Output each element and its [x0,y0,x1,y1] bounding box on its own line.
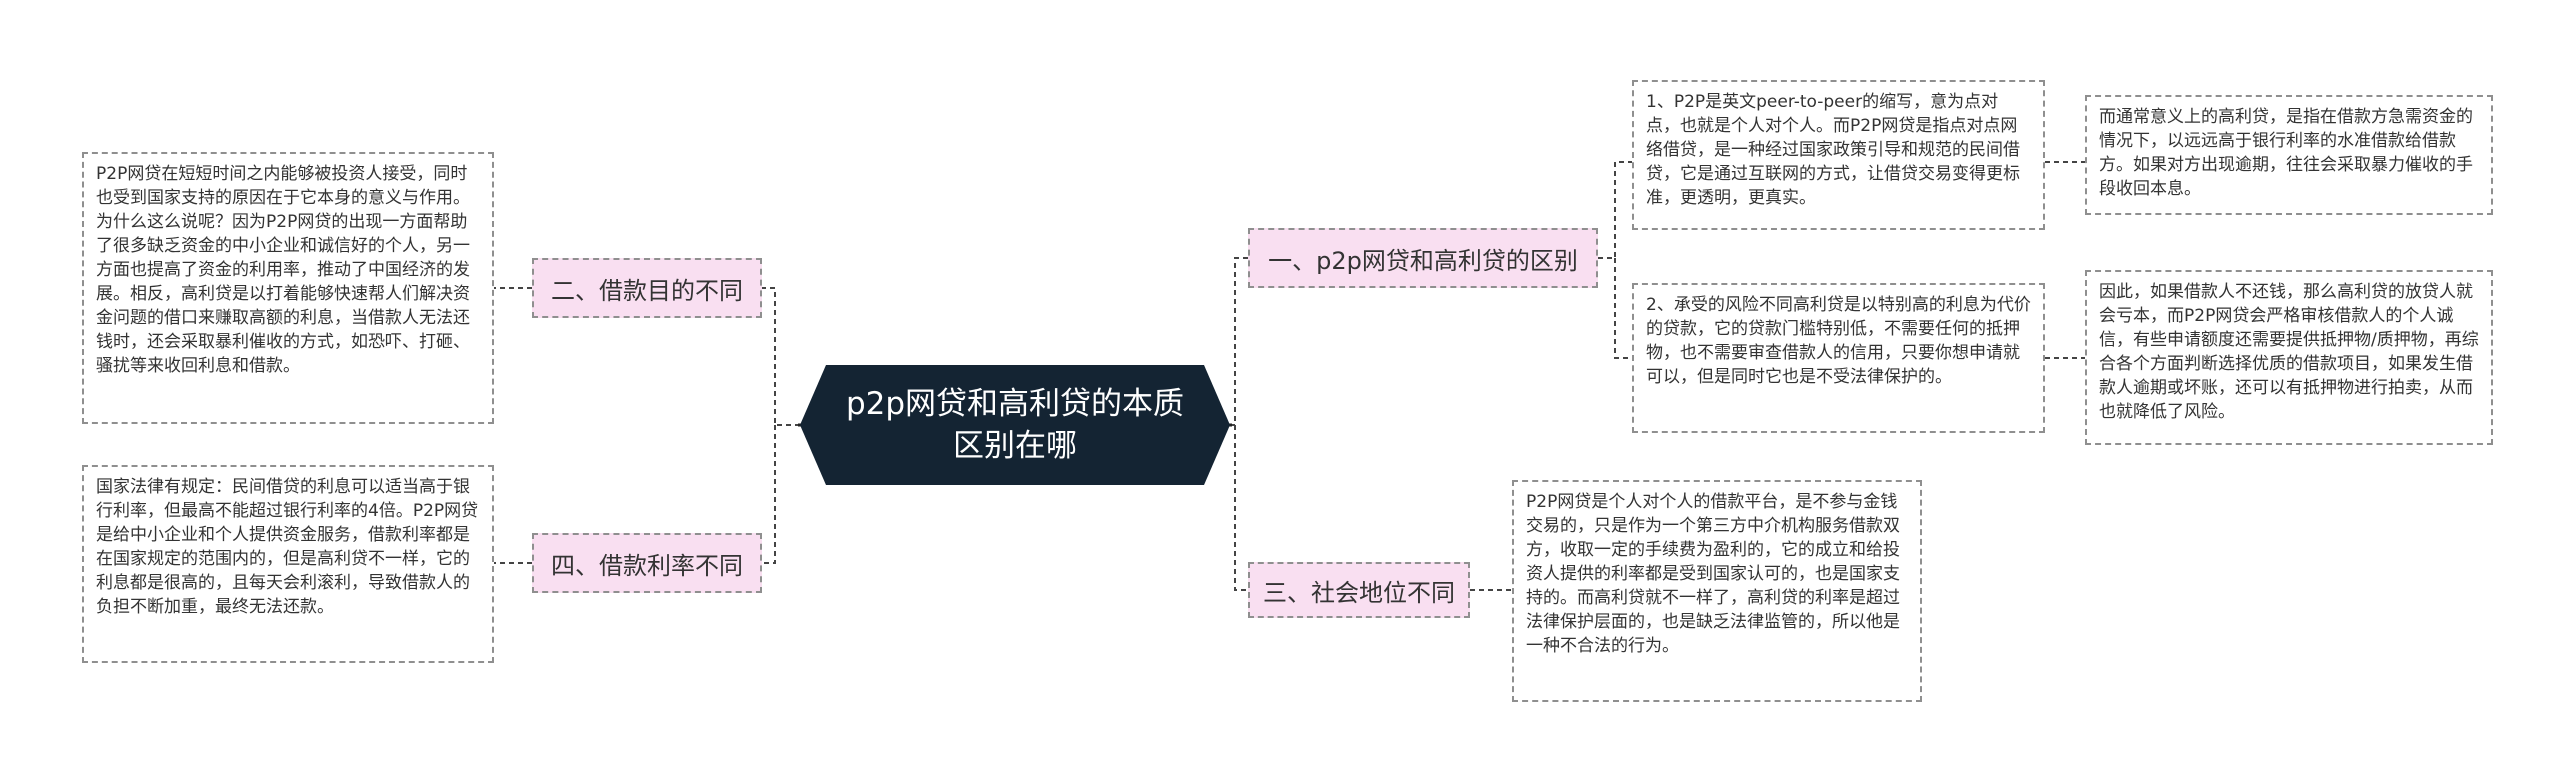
central-topic-text: p2p网贷和高利贷的本质区别在哪 [845,386,1185,464]
branch-social-status-label: 三、社会地位不同 [1263,578,1455,607]
leaf-interest-rate-text: 国家法律有规定：民间借贷的利息可以适当高于银行利率，但最高不能超过银行利率的4倍… [96,477,479,617]
branch-difference-label: 一、p2p网贷和高利贷的区别 [1268,246,1578,275]
leaf-purpose-text: P2P网贷在短短时间之内能够被投资人接受，同时也受到国家支持的原因在于它本身的意… [96,164,470,376]
central-topic: p2p网贷和高利贷的本质区别在哪 [800,365,1230,485]
leaf-social-status: P2P网贷是个人对个人的借款平台，是不参与金钱交易的，只是作为一个第三方中介机构… [1512,480,1922,702]
leaf-purpose: P2P网贷在短短时间之内能够被投资人接受，同时也受到国家支持的原因在于它本身的意… [82,152,494,424]
leaf-risk-consequence-text: 因此，如果借款人不还钱，那么高利贷的放贷人就会亏本，而P2P网贷会严格审核借款人… [2099,282,2479,422]
leaf-risk-consequence: 因此，如果借款人不还钱，那么高利贷的放贷人就会亏本，而P2P网贷会严格审核借款人… [2085,270,2493,445]
branch-purpose: 二、借款目的不同 [532,258,762,318]
leaf-usury-definition: 而通常意义上的高利贷，是指在借款方急需资金的情况下，以远远高于银行利率的水准借款… [2085,95,2493,215]
leaf-social-status-text: P2P网贷是个人对个人的借款平台，是不参与金钱交易的，只是作为一个第三方中介机构… [1526,492,1900,656]
branch-purpose-label: 二、借款目的不同 [551,276,743,305]
leaf-p2p-definition: 1、P2P是英文peer-to-peer的缩写，意为点对点，也就是个人对个人。而… [1632,80,2045,230]
leaf-p2p-definition-text: 1、P2P是英文peer-to-peer的缩写，意为点对点，也就是个人对个人。而… [1646,92,2020,208]
leaf-risk-text: 2、承受的风险不同高利贷是以特别高的利息为代价的贷款，它的贷款门槛特别低，不需要… [1646,295,2031,387]
leaf-risk: 2、承受的风险不同高利贷是以特别高的利息为代价的贷款，它的贷款门槛特别低，不需要… [1632,283,2045,433]
branch-interest-rate: 四、借款利率不同 [532,533,762,593]
branch-social-status: 三、社会地位不同 [1248,562,1470,618]
leaf-interest-rate: 国家法律有规定：民间借贷的利息可以适当高于银行利率，但最高不能超过银行利率的4倍… [82,465,494,663]
branch-interest-rate-label: 四、借款利率不同 [551,551,743,580]
branch-difference: 一、p2p网贷和高利贷的区别 [1248,228,1598,288]
leaf-usury-definition-text: 而通常意义上的高利贷，是指在借款方急需资金的情况下，以远远高于银行利率的水准借款… [2099,107,2473,199]
